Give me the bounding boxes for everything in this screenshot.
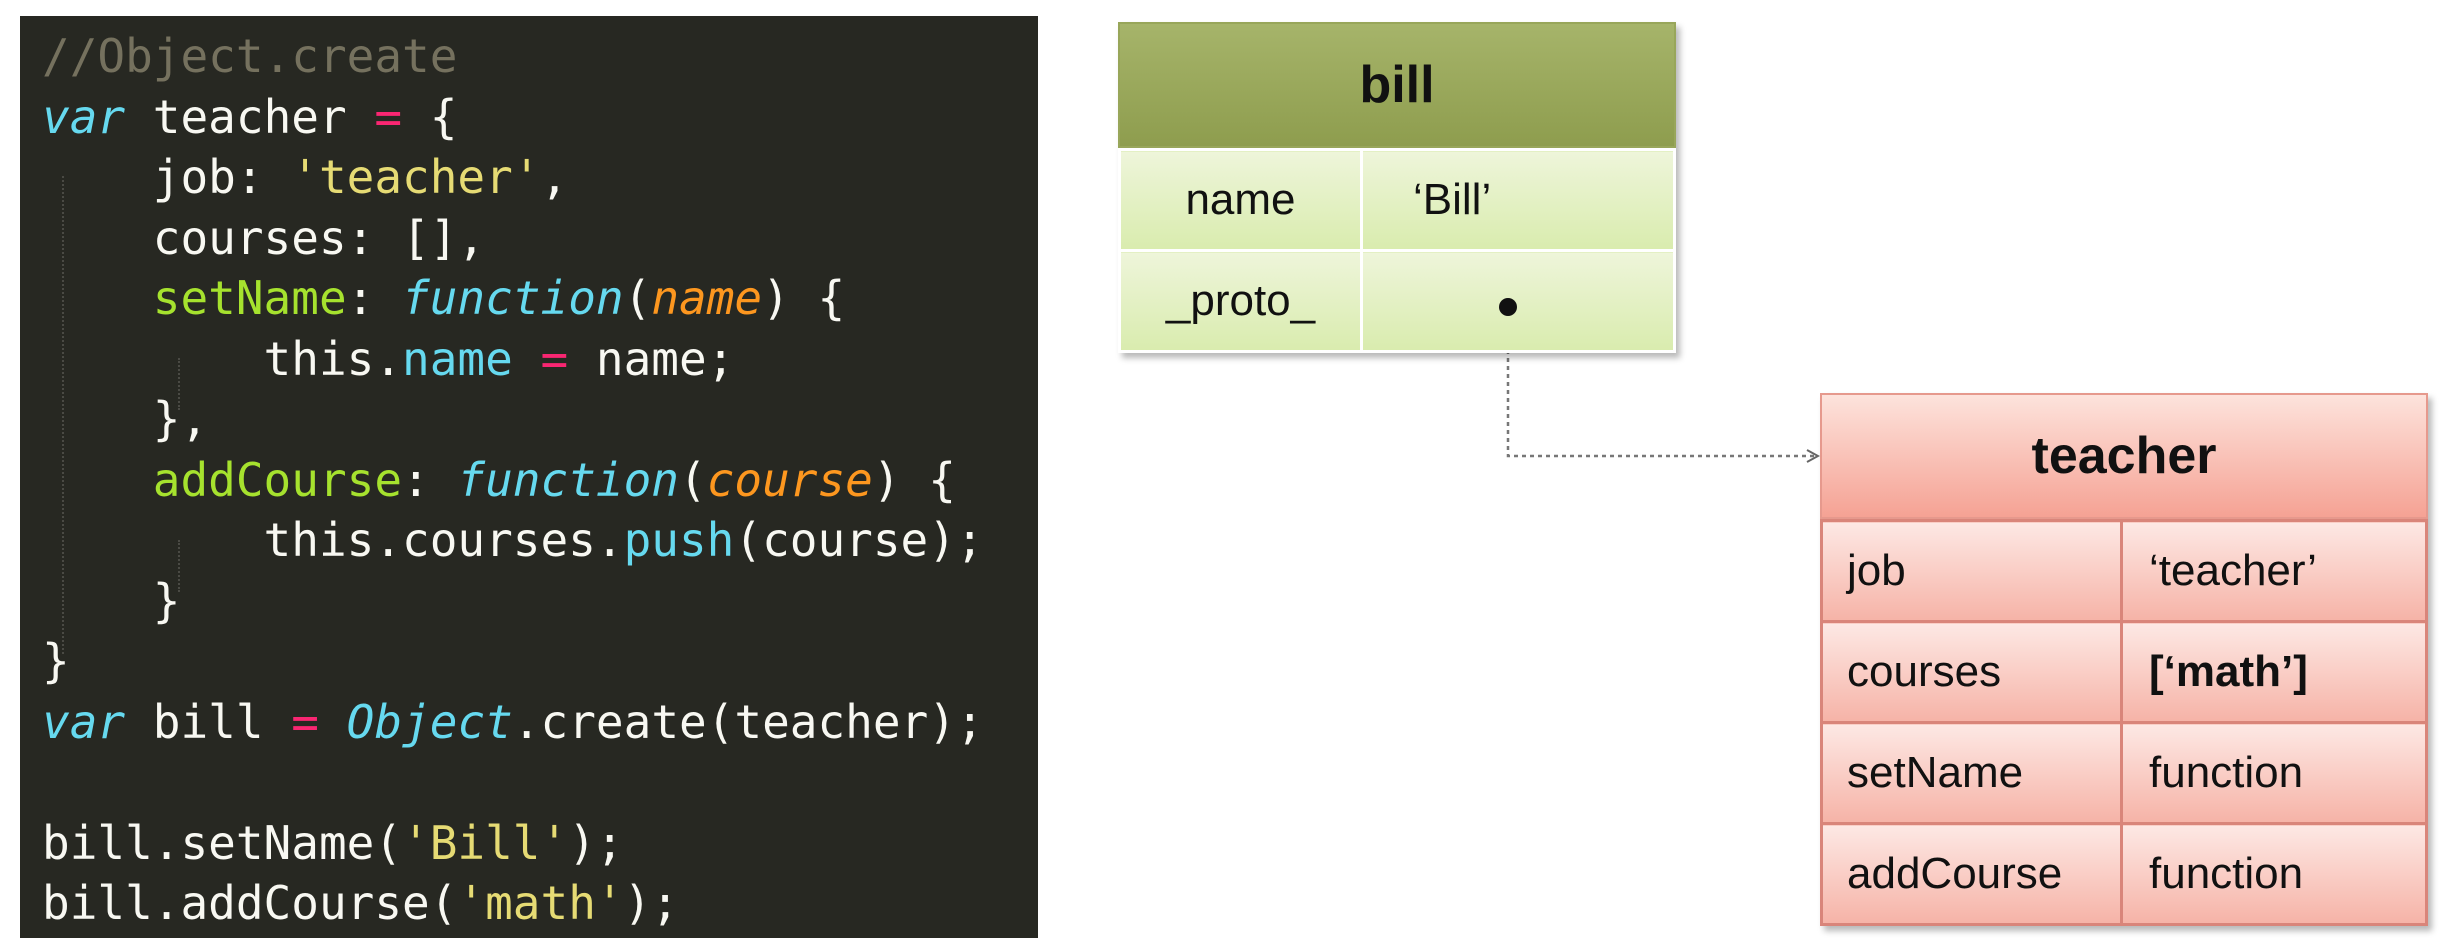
teacher-title: teacher: [1820, 393, 2428, 519]
teacher-table: job ‘teacher’ courses [‘math’] setName f…: [1820, 519, 2428, 926]
table-row: setName function: [1820, 721, 2428, 825]
code-token: this.courses.: [42, 513, 624, 567]
indent-guide: [62, 176, 64, 654]
code-line: //Object.create: [42, 26, 984, 87]
code-token: :: [235, 150, 292, 204]
code-line: job: 'teacher',: [42, 147, 984, 208]
teacher-key-job: job: [1820, 519, 2123, 623]
code-token: :: [346, 271, 403, 325]
teacher-value-addcourse: function: [2120, 822, 2428, 926]
code-line: courses: [],: [42, 208, 984, 269]
code-token: (course);: [734, 513, 984, 567]
code-line: bill.addCourse('math');: [42, 873, 984, 934]
code-token: teacher: [125, 89, 375, 144]
code-line: this.name = name;: [42, 329, 984, 390]
table-row: name ‘Bill’: [1118, 148, 1676, 252]
code-line: var teacher = {: [42, 87, 984, 148]
code-token: );: [568, 815, 624, 870]
indent-guide-inner: [178, 540, 180, 592]
code-token: this.: [42, 331, 403, 386]
teacher-value-job: ‘teacher’: [2120, 519, 2428, 623]
code-token: (: [623, 271, 652, 325]
code-token: var: [42, 89, 126, 144]
code-token: =: [540, 331, 569, 386]
code-token: name;: [568, 331, 735, 386]
code-token: bill.addCourse(: [42, 876, 458, 930]
code-line: this.courses.push(course);: [42, 510, 984, 571]
bill-value-name: ‘Bill’: [1360, 148, 1676, 252]
code-token: name: [402, 331, 513, 386]
code-token: function: [402, 271, 624, 325]
code-token: //Object.create: [42, 29, 458, 83]
code-token: courses: [],: [42, 210, 486, 265]
code-line: setName: function(name) {: [42, 268, 984, 329]
code-token: =: [374, 89, 403, 144]
teacher-key-courses: courses: [1820, 620, 2123, 724]
code-token: function: [457, 452, 679, 507]
indent-guide-inner: [178, 358, 180, 410]
code-line: var bill = Object.create(teacher);: [42, 692, 984, 753]
code-token: ) {: [762, 271, 846, 325]
teacher-object-box: teacher job ‘teacher’ courses [‘math’] s…: [1820, 393, 2428, 926]
teacher-value-courses: [‘math’]: [2120, 620, 2428, 724]
code-line: }: [42, 571, 984, 632]
bill-title: bill: [1118, 22, 1676, 148]
code-token: }: [42, 573, 181, 628]
bill-object-box: bill name ‘Bill’ _proto_: [1118, 22, 1676, 353]
table-row: _proto_: [1118, 249, 1676, 353]
code-token: ,: [540, 150, 569, 204]
teacher-key-addcourse: addCourse: [1820, 822, 2123, 926]
code-token: {: [402, 89, 458, 144]
bill-key-proto: _proto_: [1118, 249, 1363, 353]
code-token: addCourse: [152, 452, 403, 507]
code-token: );: [623, 876, 679, 930]
code-token: course: [706, 452, 873, 507]
code-token: bill: [125, 694, 292, 749]
code-line: addCourse: function(course) {: [42, 450, 984, 511]
code-token: Object: [346, 694, 513, 749]
table-row: courses [‘math’]: [1820, 620, 2428, 724]
code-token: =: [291, 694, 319, 749]
code-token: name: [651, 271, 763, 325]
teacher-key-setname: setName: [1820, 721, 2123, 825]
code-line: },: [42, 389, 984, 450]
code-token: bill.setName(: [42, 815, 403, 870]
code-token: setName: [152, 271, 347, 325]
bill-key-name: name: [1118, 148, 1363, 252]
code-token: },: [42, 392, 209, 446]
table-row: addCourse function: [1820, 822, 2428, 926]
code-token: .create(teacher);: [512, 694, 984, 749]
bill-value-proto: [1360, 249, 1676, 353]
code-token: 'teacher': [291, 150, 541, 204]
code-token: }: [42, 634, 70, 688]
bill-table: name ‘Bill’ _proto_: [1118, 148, 1676, 353]
code-token: 'Bill': [402, 815, 569, 870]
teacher-value-setname: function: [2120, 721, 2428, 825]
code-token: ) {: [872, 452, 956, 507]
table-row: job ‘teacher’: [1820, 519, 2428, 623]
code-token: (: [678, 452, 707, 507]
pointer-dot-icon: [1499, 298, 1517, 316]
code-line: }: [42, 631, 984, 692]
code-token: var: [42, 694, 126, 749]
code-token: job: [152, 150, 236, 204]
code-token: push: [623, 513, 735, 567]
code-line: bill.setName('Bill');: [42, 813, 984, 874]
code-token: :: [402, 452, 458, 507]
code-token: 'math': [457, 876, 624, 930]
